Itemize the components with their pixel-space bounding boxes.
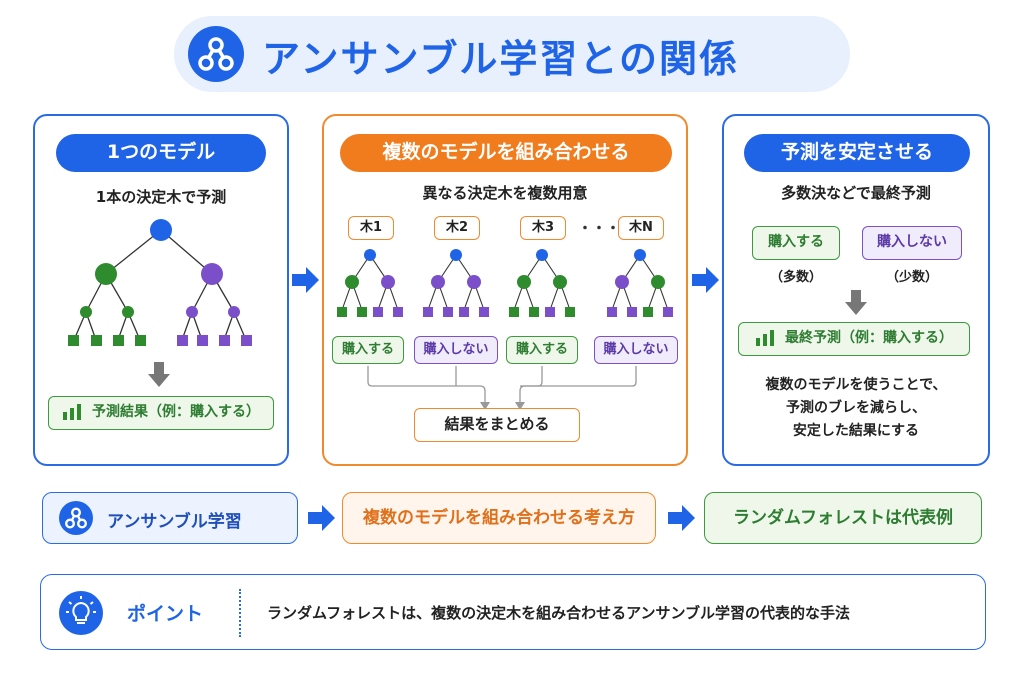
single-model-subtitle: 1本の決定木で予測 — [95, 188, 227, 206]
flow-ensemble-learning: アンサンブル学習 — [42, 492, 298, 544]
flow-random-forest-example: ランダムフォレストは代表例 — [704, 492, 982, 544]
option-not-buy: 購入しない — [862, 226, 962, 260]
page-title: アンサンブル学習との関係 — [262, 37, 739, 81]
merge-connector-lines — [367, 366, 637, 410]
multiple-models-panel — [322, 114, 688, 466]
tree-label-1: 木1 — [348, 216, 394, 240]
tree-label-n: 木N — [618, 216, 664, 240]
note-line-2: 予測のブレを減らし、 — [786, 400, 926, 416]
minority-label: （少数） — [885, 270, 938, 285]
flow-ensemble-label: アンサンブル学習 — [107, 512, 242, 532]
combine-results-box: 結果をまとめる — [414, 408, 580, 442]
note-line-1: 複数のモデルを使うことで、 — [765, 377, 947, 393]
network-icon — [188, 26, 244, 82]
vote-label-2: 購入しない — [414, 336, 498, 364]
single-model-header: 1つのモデル — [56, 134, 266, 172]
note-line-3: 安定した結果にする — [792, 423, 920, 439]
multiple-models-subtitle: 異なる決定木を複数用意 — [422, 184, 588, 202]
right-arrow-icon — [692, 267, 719, 293]
stabilize-header: 予測を安定させる — [744, 134, 970, 172]
single-tree-diagram — [68, 219, 252, 346]
final-prediction-box: 最終予測（例：購入する） — [738, 322, 970, 356]
tree-label-2: 木2 — [434, 216, 480, 240]
bar-chart-icon — [756, 330, 774, 346]
point-label: ポイント — [127, 603, 204, 625]
stabilize-subtitle: 多数決などで最終予測 — [781, 184, 931, 202]
point-divider — [239, 589, 241, 637]
forest-diagram — [337, 249, 673, 317]
single-result-box: 予測結果（例：購入する） — [48, 396, 274, 430]
down-arrow-icon — [845, 290, 867, 315]
majority-label: （多数） — [769, 270, 822, 285]
lightbulb-icon — [59, 591, 103, 635]
right-arrow-icon — [292, 267, 319, 293]
right-arrow-icon — [308, 505, 335, 531]
network-icon — [59, 501, 93, 535]
multiple-models-header: 複数のモデルを組み合わせる — [340, 134, 672, 172]
title-banner — [174, 16, 850, 92]
point-text: ランダムフォレストは、複数の決定木を組み合わせるアンサンブル学習の代表的な手法 — [267, 604, 851, 622]
vote-label-n: 購入しない — [594, 336, 678, 364]
option-buy: 購入する — [752, 226, 840, 260]
tree-label-3: 木3 — [520, 216, 566, 240]
point-box: ポイント ランダムフォレストは、複数の決定木を組み合わせるアンサンブル学習の代表… — [40, 574, 986, 650]
right-arrow-icon — [668, 505, 695, 531]
bar-chart-icon — [63, 404, 81, 420]
stabilize-note: 複数のモデルを使うことで、 予測のブレを減らし、 安定した結果にする — [730, 374, 982, 443]
vote-label-3: 購入する — [506, 336, 578, 364]
flow-combine-concept: 複数のモデルを組み合わせる考え方 — [342, 492, 656, 544]
down-arrow-icon — [148, 362, 170, 387]
final-prediction-label: 最終予測（例：購入する） — [785, 330, 953, 346]
tree-ellipsis: ・・・ — [578, 221, 620, 237]
single-result-label: 予測結果（例：購入する） — [92, 404, 260, 420]
vote-label-1: 購入する — [332, 336, 404, 364]
